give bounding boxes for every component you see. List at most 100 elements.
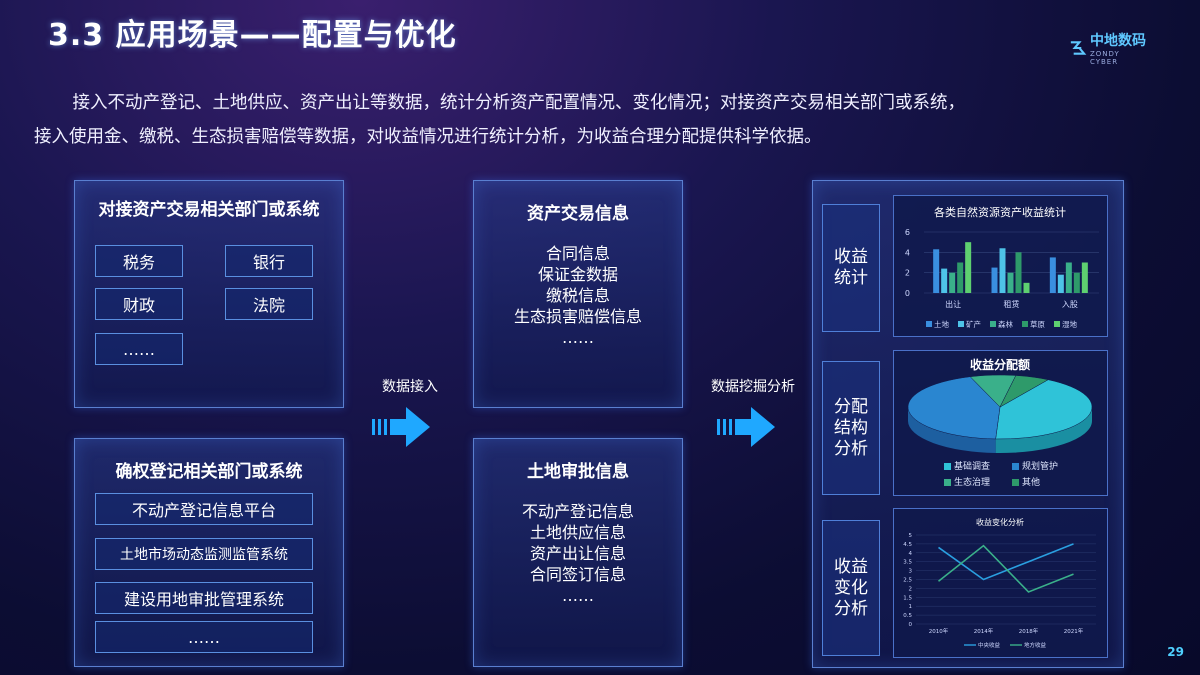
legend-swatch <box>944 463 951 470</box>
series-line <box>938 544 1074 593</box>
chip-bank: 银行 <box>225 245 313 277</box>
y-tick-label: 4.5 <box>903 542 912 548</box>
legend-swatch <box>1012 479 1019 486</box>
y-tick-label: 2 <box>905 269 910 278</box>
pie-chart: 收益分配额基础调查规划管护生态治理其他 <box>907 357 1093 488</box>
legend-label: 中央收益 <box>978 641 1001 649</box>
x-tick-label: 租赁 <box>1004 299 1020 309</box>
y-tick-label: 4 <box>905 248 910 257</box>
company-logo: 中地数码 ZONDY CYBER <box>1068 30 1148 66</box>
legend-label: 其他 <box>1022 476 1040 488</box>
chip-realestate-platform: 不动产登记信息平台 <box>95 493 313 525</box>
pie-slice <box>999 375 1049 408</box>
list-item: …… <box>562 328 594 347</box>
list-item: 资产出让信息 <box>529 544 626 563</box>
bar <box>1015 252 1022 293</box>
right-arrow-icon <box>717 407 775 447</box>
bar <box>1023 282 1030 293</box>
chip-construction-approval-system: 建设用地审批管理系统 <box>95 582 313 614</box>
bar <box>1081 262 1088 293</box>
bar <box>991 267 998 293</box>
legend-label: 规划管护 <box>1022 460 1058 472</box>
bar <box>965 242 972 293</box>
intro-paragraph: 接入不动产登记、土地供应、资产出让等数据，统计分析资产配置情况、变化情况；对接资… <box>34 86 1174 154</box>
y-tick-label: 0.5 <box>903 613 912 619</box>
bar <box>933 249 940 293</box>
pie-slice-side <box>908 407 996 453</box>
label-change-analysis: 收益 变化 分析 <box>822 520 880 656</box>
legend-swatch <box>958 321 964 327</box>
y-tick-label: 5 <box>909 533 913 539</box>
legend-swatch <box>1012 463 1019 470</box>
x-tick-label: 出让 <box>945 299 961 309</box>
land-approval-info-panel: 土地审批信息 不动产登记信息 土地供应信息 资产出让信息 合同签订信息 …… <box>473 438 683 667</box>
x-tick-label: 2021年 <box>1064 627 1084 635</box>
y-tick-label: 6 <box>905 228 910 237</box>
bar-chart: 各类自然资源资产收益统计0246出让租赁入股土地矿产森林草原湿地 <box>905 205 1099 329</box>
x-tick-label: 入股 <box>1062 300 1078 309</box>
y-tick-label: 3 <box>909 569 913 575</box>
chip-tax: 税务 <box>95 245 183 277</box>
legend-label: 森林 <box>998 319 1013 329</box>
asset-trade-info-panel: 资产交易信息 合同信息 保证金数据 缴税信息 生态损害赔偿信息 …… <box>473 180 683 408</box>
y-tick-label: 4 <box>909 551 913 557</box>
rights-registration-panel: 确权登记相关部门或系统 不动产登记信息平台 土地市场动态监测监管系统 建设用地审… <box>74 438 344 667</box>
page-number: 29 <box>1167 645 1184 659</box>
legend-label: 基础调查 <box>954 460 990 472</box>
list-item: 合同签订信息 <box>529 565 626 584</box>
logo-subtext: ZONDY CYBER <box>1089 50 1120 66</box>
legend-label: 湿地 <box>1062 319 1078 329</box>
chip-more: …… <box>95 333 183 365</box>
y-tick-label: 0 <box>909 622 913 628</box>
list-item: 不动产登记信息 <box>521 502 634 521</box>
arrow-label-data-mining: 数据挖掘分析 <box>711 379 795 395</box>
chart-title: 收益变化分析 <box>976 517 1024 527</box>
chip-more: …… <box>95 621 313 653</box>
y-tick-label: 2 <box>909 586 913 592</box>
legend-swatch <box>990 321 996 327</box>
right-arrow-icon <box>372 407 430 447</box>
bar <box>1007 272 1014 293</box>
bar <box>1057 274 1064 293</box>
panel-title: 对接资产交易相关部门或系统 <box>98 200 320 220</box>
intro-line-1: 接入不动产登记、土地供应、资产出让等数据，统计分析资产配置情况、变化情况；对接资… <box>72 93 966 113</box>
panel-title: 确权登记相关部门或系统 <box>115 462 303 482</box>
chart-title: 收益分配额 <box>970 357 1030 372</box>
legend-swatch <box>926 321 932 327</box>
list-item: 生态损害赔偿信息 <box>513 307 642 326</box>
x-tick-label: 2010年 <box>929 627 949 635</box>
y-tick-label: 1 <box>909 604 913 610</box>
intro-line-2: 接入使用金、缴税、生态损害赔偿等数据，对收益情况进行统计分析，为收益合理分配提供… <box>34 127 822 147</box>
list-item: …… <box>562 586 594 605</box>
pie-chart-box: 收益分配额基础调查规划管护生态治理其他 <box>893 350 1108 496</box>
legend-swatch <box>1054 321 1060 327</box>
list-item: 保证金数据 <box>537 265 618 284</box>
panel-title: 资产交易信息 <box>527 204 629 224</box>
legend-swatch <box>944 479 951 486</box>
pie-slice-side <box>995 407 1092 453</box>
bar <box>1073 272 1080 293</box>
y-tick-label: 1.5 <box>903 595 912 601</box>
asset-trade-systems-panel: 对接资产交易相关部门或系统 税务 银行 财政 法院 …… <box>74 180 344 408</box>
pie-slice <box>995 379 1093 440</box>
label-revenue-stats: 收益 统计 <box>822 204 880 332</box>
bar <box>957 262 964 293</box>
legend-swatch <box>1022 321 1028 327</box>
legend-label: 草原 <box>1030 319 1046 329</box>
bar <box>949 272 956 293</box>
list-item: 缴税信息 <box>545 286 610 305</box>
chip-land-market-system: 土地市场动态监测监管系统 <box>95 538 313 570</box>
list-item: 合同信息 <box>545 244 610 263</box>
logo-text: 中地数码 <box>1089 33 1146 49</box>
legend-label: 地方收益 <box>1024 641 1047 649</box>
y-tick-label: 0 <box>905 289 910 298</box>
y-tick-label: 2.5 <box>903 578 912 584</box>
chip-court: 法院 <box>225 288 313 320</box>
chip-finance: 财政 <box>95 288 183 320</box>
legend-label: 矿产 <box>966 319 981 329</box>
chart-title: 各类自然资源资产收益统计 <box>934 205 1066 219</box>
arrow-label-data-access: 数据接入 <box>382 379 438 395</box>
pie-slice <box>907 376 1001 440</box>
